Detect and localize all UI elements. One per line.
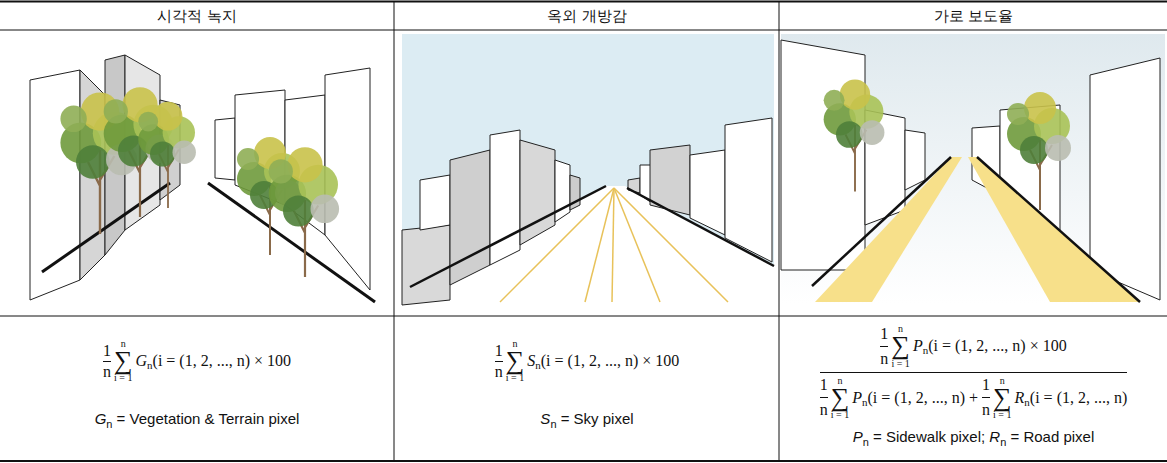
- sum-upper-limit: n: [513, 339, 518, 349]
- summation: n∑i = 1: [506, 339, 525, 384]
- sum-lower-limit: i = 1: [506, 373, 524, 383]
- variable: G: [136, 352, 148, 370]
- fraction: 1n: [495, 342, 503, 381]
- fraction-bar: [495, 361, 503, 362]
- plus-sign: +: [969, 389, 978, 407]
- formula-definition: Gn = Vegetation & Terrain pixel: [0, 410, 394, 434]
- variable: G: [95, 410, 107, 427]
- index-expression: (i = (1, 2, ..., n): [1030, 389, 1127, 407]
- formula: 1nn∑i = 1Pn(i = (1, 2, ..., n) × 1001nn∑…: [780, 320, 1167, 424]
- variable: P: [852, 389, 862, 407]
- subscript: n: [1000, 436, 1006, 448]
- formula-definition: Sn = Sky pixel: [395, 410, 779, 434]
- subscript: n: [923, 344, 929, 356]
- fraction-numerator: 1: [880, 325, 888, 343]
- summation: n∑i = 1: [114, 339, 133, 384]
- subscript: n: [147, 359, 153, 371]
- fraction-numerator: 1: [820, 376, 828, 394]
- fraction: 1n: [880, 325, 888, 368]
- fraction-bar: [820, 397, 828, 398]
- sum-lower-limit: i = 1: [891, 359, 909, 369]
- variable: R: [989, 428, 1000, 445]
- sum-sign: ∑: [114, 349, 133, 374]
- sum-term: 1nn∑i = 1Sn(i = (1, 2, ..., n) × 100: [495, 339, 680, 384]
- sum-sign: ∑: [506, 349, 525, 374]
- fraction-denominator: n: [880, 350, 888, 368]
- variable: P: [853, 428, 863, 445]
- fraction-denominator: n: [103, 363, 111, 381]
- column-header: 시각적 녹지: [0, 4, 394, 28]
- fraction-numerator: 1: [103, 342, 111, 360]
- fraction-denominator: n: [820, 401, 828, 419]
- definition-text: = Sidewalk pixel;: [869, 428, 989, 445]
- formula: 1nn∑i = 1Sn(i = (1, 2, ..., n) × 100: [395, 330, 779, 392]
- fraction-bar: [982, 397, 990, 398]
- sum-sign: ∑: [993, 386, 1012, 411]
- sum-lower-limit: i = 1: [831, 410, 849, 420]
- ratio-fraction: 1nn∑i = 1Pn(i = (1, 2, ..., n) × 1001nn∑…: [820, 324, 1128, 420]
- formula-definition: Pn = Sidewalk pixel; Rn = Road pixel: [780, 428, 1167, 452]
- fraction: 1n: [820, 376, 828, 419]
- sum-upper-limit: n: [898, 324, 903, 334]
- fraction-denominator: n: [982, 401, 990, 419]
- fraction-denominator: n: [495, 363, 503, 381]
- sum-sign: ∑: [831, 386, 850, 411]
- summation: n∑i = 1: [993, 376, 1012, 421]
- subscript: n: [1024, 396, 1030, 408]
- definition-text: = Road pixel: [1006, 428, 1094, 445]
- variable: S: [527, 352, 535, 370]
- sum-term: 1nn∑i = 1Pn(i = (1, 2, ..., n): [820, 376, 965, 421]
- ratio-bar: [820, 372, 1128, 373]
- subscript: n: [535, 359, 541, 371]
- header-text: 가로 보도율: [934, 7, 1014, 26]
- sum-lower-limit: i = 1: [114, 373, 132, 383]
- header-text: 시각적 녹지: [157, 7, 237, 26]
- sum-upper-limit: n: [837, 376, 842, 386]
- index-expression: (i = (1, 2, ..., n) × 100: [153, 352, 291, 370]
- summation: n∑i = 1: [891, 324, 910, 369]
- subscript: n: [863, 436, 869, 448]
- fraction-bar: [880, 346, 888, 347]
- column-header: 옥외 개방감: [395, 4, 779, 28]
- index-expression: (i = (1, 2, ..., n) × 100: [928, 337, 1066, 355]
- sum-sign: ∑: [891, 334, 910, 359]
- definition-text: = Vegetation & Terrain pixel: [112, 410, 299, 427]
- sum-lower-limit: i = 1: [993, 410, 1011, 420]
- variable: R: [1015, 389, 1025, 407]
- variable: P: [913, 337, 923, 355]
- subscript: n: [862, 396, 868, 408]
- ratio-denominator: 1nn∑i = 1Pn(i = (1, 2, ..., n)+1nn∑i = 1…: [820, 376, 1128, 421]
- sum-term: 1nn∑i = 1Pn(i = (1, 2, ..., n) × 100: [880, 324, 1066, 369]
- fraction-numerator: 1: [495, 342, 503, 360]
- header-text: 옥외 개방감: [547, 7, 627, 26]
- column-header: 가로 보도율: [780, 4, 1167, 28]
- formula: 1nn∑i = 1Gn(i = (1, 2, ..., n) × 100: [0, 330, 394, 392]
- fraction-bar: [103, 361, 111, 362]
- subscript: n: [106, 418, 112, 430]
- fraction-numerator: 1: [982, 376, 990, 394]
- subscript: n: [550, 418, 556, 430]
- sum-upper-limit: n: [121, 339, 126, 349]
- fraction: 1n: [103, 342, 111, 381]
- sum-term: 1nn∑i = 1Gn(i = (1, 2, ..., n) × 100: [103, 339, 291, 384]
- sum-term: 1nn∑i = 1Rn(i = (1, 2, ..., n): [982, 376, 1127, 421]
- index-expression: (i = (1, 2, ..., n) × 100: [541, 352, 679, 370]
- variable: S: [540, 410, 550, 427]
- fraction: 1n: [982, 376, 990, 419]
- sum-upper-limit: n: [1000, 376, 1005, 386]
- index-expression: (i = (1, 2, ..., n): [868, 389, 965, 407]
- ratio-numerator: 1nn∑i = 1Pn(i = (1, 2, ..., n) × 100: [880, 324, 1066, 369]
- summation: n∑i = 1: [831, 376, 850, 421]
- definition-text: = Sky pixel: [557, 410, 634, 427]
